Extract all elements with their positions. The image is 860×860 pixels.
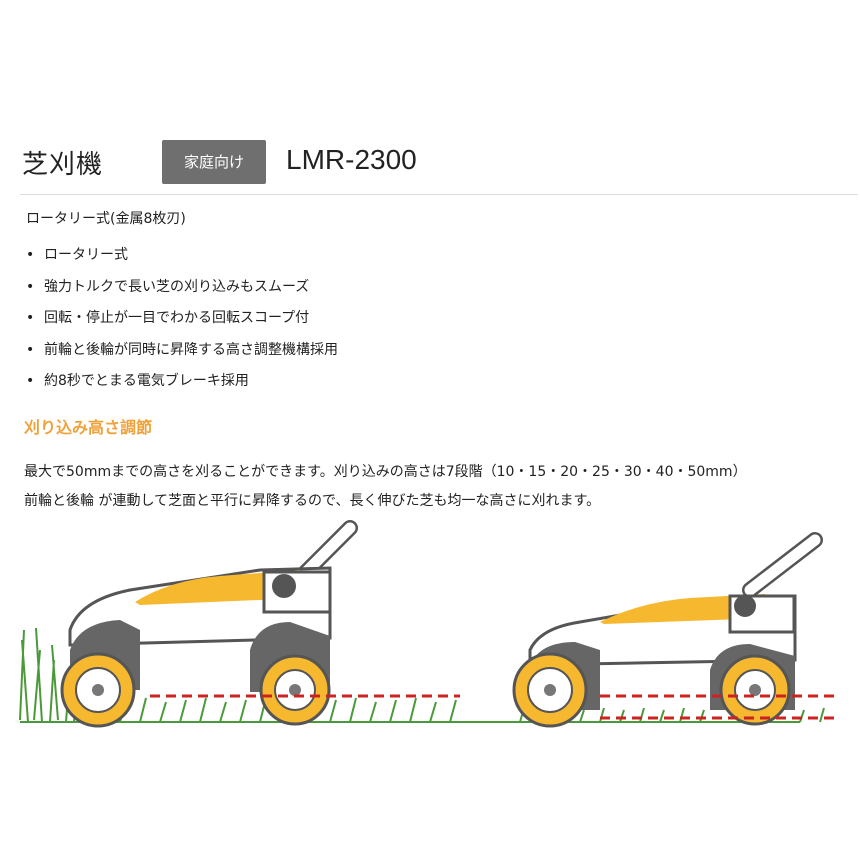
feature-item: •強力トルクで長い芝の刈り込みもスムーズ — [26, 278, 310, 295]
feature-item: •回転・停止が一目でわかる回転スコープ付 — [26, 310, 310, 326]
mower-height-illustration — [19, 520, 838, 728]
feature-item: •約8秒でとまる電気ブレーキ採用 — [26, 373, 249, 389]
model-number: LMR-2300 — [286, 144, 417, 175]
section-title: 刈り込み高さ調節 — [24, 418, 153, 437]
mower-right — [512, 532, 823, 728]
product-header: 芝刈機 家庭向け LMR-2300 — [0, 140, 860, 196]
mower-left — [60, 520, 358, 728]
description-line-1: 最大で50mmまでの高さを刈ることができます。刈り込みの高さは7段階（10・15… — [24, 464, 747, 480]
usage-badge: 家庭向け — [162, 140, 266, 184]
feature-item: •前輪と後輪が同時に昇降する高さ調整機構採用 — [26, 341, 338, 358]
description-line-2: 前輪と後輪 が連動して芝面と平行に昇降するので、長く伸びた芝も均一な高さに刈れま… — [24, 493, 601, 509]
grass-right — [519, 707, 825, 723]
feature-item: •ロータリー式 — [26, 247, 128, 263]
feature-list: •ロータリー式 •強力トルクで長い芝の刈り込みもスムーズ •回転・停止が一目でわ… — [26, 240, 338, 398]
section-description: 最大で50mmまでの高さを刈ることができます。刈り込みの高さは7段階（10・15… — [24, 458, 747, 516]
header-divider — [20, 194, 858, 195]
product-category: 芝刈機 — [22, 150, 104, 180]
product-subtitle: ロータリー式(金属8枚刃) — [26, 211, 186, 227]
